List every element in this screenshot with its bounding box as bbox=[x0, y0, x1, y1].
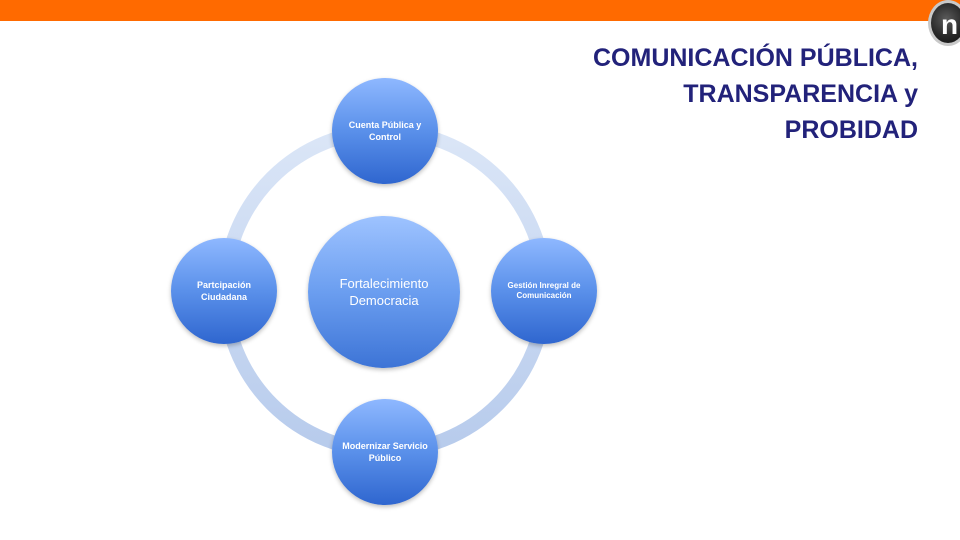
node-cuenta-publica: Cuenta Pública y Control bbox=[332, 78, 438, 184]
title-line-3: PROBIDAD bbox=[784, 116, 918, 144]
center-node: Fortalecimiento Democracia bbox=[308, 216, 460, 368]
node-modernizar-servicio: Modernizar Servicio Público bbox=[332, 399, 438, 505]
node-label: Partcipación Ciudadana bbox=[196, 280, 252, 302]
node-label: Modernizar Servicio Público bbox=[342, 441, 428, 463]
top-accent-bar bbox=[0, 0, 960, 21]
node-label: Gestión Inregral de Comunicación bbox=[507, 281, 581, 300]
title-line-1: COMUNICACIÓN PÚBLICA, bbox=[593, 44, 918, 72]
logo-badge-icon: n bbox=[928, 0, 960, 46]
center-node-label: Fortalecimiento Democracia bbox=[339, 276, 429, 308]
title-line-2: TRANSPARENCIA y bbox=[683, 80, 918, 108]
node-label: Cuenta Pública y Control bbox=[348, 120, 422, 142]
logo-glyph: n bbox=[941, 9, 959, 40]
node-participacion-ciudadana: Partcipación Ciudadana bbox=[171, 238, 277, 344]
page-title: COMUNICACIÓN PÚBLICA, TRANSPARENCIA y PR… bbox=[498, 40, 918, 148]
node-gestion-comunicacion: Gestión Inregral de Comunicación bbox=[491, 238, 597, 344]
